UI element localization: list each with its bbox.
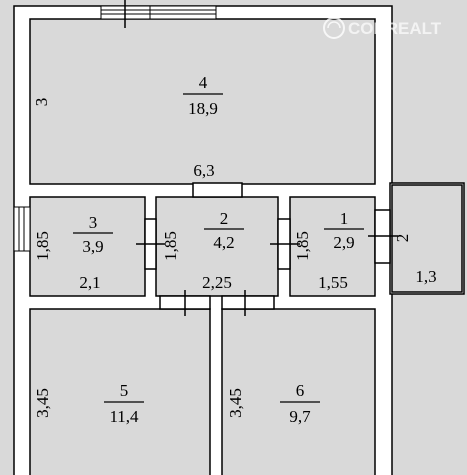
room-3-label: 3 3,9 1,85 2,1 — [33, 213, 113, 292]
room-labels: 4 18,9 3 6,3 3 3,9 1,85 2,1 2 4,2 1,85 2… — [32, 73, 437, 426]
room-3-width-dim: 2,1 — [79, 273, 100, 292]
room-2-number: 2 — [220, 209, 229, 228]
room-3-area: 3,9 — [82, 237, 103, 256]
room-1-height-dim: 1,85 — [293, 231, 312, 261]
room-6-label: 6 9,7 3,45 — [226, 381, 320, 426]
room-5-area: 11,4 — [109, 407, 139, 426]
porch-side-dim: 2 — [393, 234, 412, 243]
watermark-globe-icon — [323, 17, 345, 39]
room-5-outline — [29, 308, 211, 475]
room-6-area: 9,7 — [289, 407, 311, 426]
room-4-label: 4 18,9 3 6,3 — [32, 73, 223, 180]
watermark-brand: CORREALT — [348, 19, 442, 38]
room-4-number: 4 — [199, 73, 208, 92]
room-6-outline — [221, 308, 376, 475]
room-3-number: 3 — [89, 213, 98, 232]
room-2-area: 4,2 — [213, 233, 234, 252]
watermark-logo: CORREALT — [323, 17, 442, 39]
room-3-height-dim: 1,85 — [33, 231, 52, 261]
porch-outline — [391, 184, 463, 293]
room-2-label: 2 4,2 1,85 2,25 — [161, 209, 244, 292]
room-4-area: 18,9 — [188, 99, 218, 118]
room-5-height-dim: 3,45 — [33, 388, 52, 418]
room-4-height-dim: 3 — [32, 98, 51, 107]
room-2-width-dim: 2,25 — [202, 273, 232, 292]
room-1-width-dim: 1,55 — [318, 273, 348, 292]
window-left — [13, 206, 31, 252]
room-6-number: 6 — [296, 381, 305, 400]
room-6-height-dim: 3,45 — [226, 388, 245, 418]
porch-label: 2 1,3 — [393, 234, 437, 286]
room-2-height-dim: 1,85 — [161, 231, 180, 261]
room-3-outline — [29, 196, 146, 297]
porch-width-dim: 1,3 — [415, 267, 436, 286]
room-1-number: 1 — [340, 209, 349, 228]
room-4-width-dim: 6,3 — [193, 161, 214, 180]
room-5-label: 5 11,4 3,45 — [33, 381, 144, 426]
door-4-2 — [192, 182, 243, 198]
room-1-label: 1 2,9 1,85 1,55 — [293, 209, 364, 292]
door-2-6 — [221, 295, 275, 310]
room-5-number: 5 — [120, 381, 129, 400]
room-1-area: 2,9 — [333, 233, 354, 252]
window-top — [100, 0, 217, 28]
windows — [13, 0, 217, 252]
doors — [136, 182, 398, 316]
